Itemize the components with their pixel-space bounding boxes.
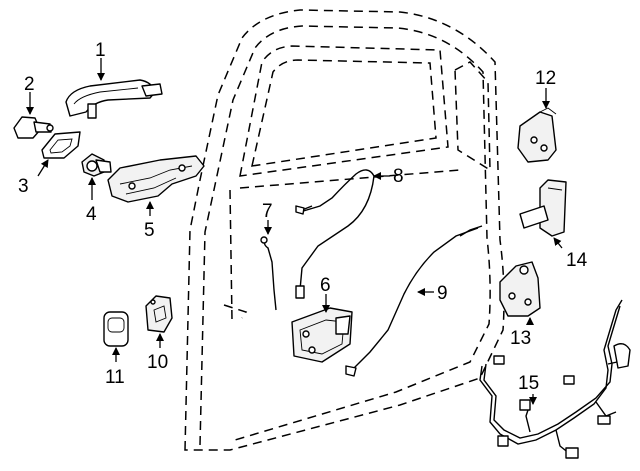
callout-3: 3 [18,176,29,197]
callout-6: 6 [320,275,331,296]
part-handle-bracket [107,155,205,203]
callout-8: 8 [393,166,404,187]
part-key-cylinder-cap [13,116,54,139]
leader-lines [26,58,563,405]
part-wiring-harness [479,299,631,459]
callout-2: 2 [24,74,35,95]
part-trim-plate [103,311,129,347]
callout-5: 5 [144,220,155,241]
part-upper-hinge [517,107,557,163]
callout-9: 9 [437,283,448,304]
part-lower-hinge [499,261,541,317]
part-gasket [41,131,81,159]
part-door-latch [291,307,353,363]
callout-4: 4 [86,204,97,225]
part-inside-handle-cable [295,169,375,299]
part-lock-cylinder [81,153,112,177]
callout-11: 11 [105,367,125,388]
callout-12: 12 [535,68,556,89]
part-latch-cable [345,225,483,377]
part-outside-handle [65,79,163,119]
callout-1: 1 [95,40,106,61]
callout-13: 13 [510,328,531,349]
part-striker [145,295,173,333]
callout-numbers: 1 2 3 4 5 6 7 8 9 10 11 12 13 14 15 [18,40,588,394]
part-door-check [519,179,567,237]
part-lock-rod [260,236,277,311]
door-outline [184,9,505,451]
callout-14: 14 [566,250,588,271]
callout-10: 10 [147,352,168,373]
callout-15: 15 [518,373,539,394]
callout-7: 7 [262,201,273,222]
